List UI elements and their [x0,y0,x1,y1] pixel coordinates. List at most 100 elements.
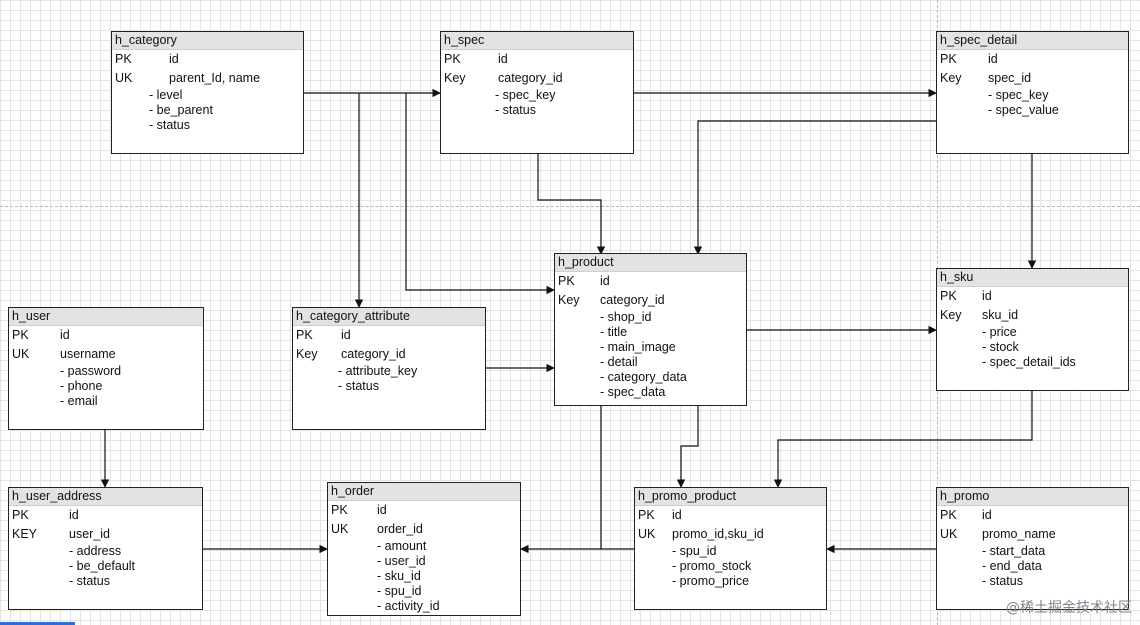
pk-row: PK id [112,50,303,69]
key-type: UK [638,527,656,541]
field: - status [338,379,379,393]
link-product-to-promo-product [676,406,699,488]
key-field: parent_Id, name [169,71,261,85]
field: - spec_key [988,88,1049,102]
key-field: username [60,347,116,361]
key-type: Key [444,71,466,85]
field: - activity_id [377,599,440,613]
key-field: id [672,508,682,522]
field: - phone [60,379,103,393]
entity-title: h_category [112,32,303,50]
field: - status [149,118,190,132]
entity-title: h_promo [937,488,1128,506]
entity-title: h_spec [441,32,633,50]
key-field: order_id [377,522,423,536]
key-type: UK [940,527,958,541]
field-list: - spec_key - spec_value [937,88,1128,118]
link-category-to-product [405,93,555,295]
field-list: - price - stock - spec_detail_ids [937,325,1128,370]
key-type: Key [296,347,318,361]
key-type: Key [940,308,962,322]
field: - email [60,394,98,408]
key-row: Key sku_id [937,306,1128,325]
entity-title: h_user [9,308,203,326]
field: - spec_detail_ids [982,355,1076,369]
field-list: - attribute_key - status [293,364,485,394]
entity-title: h_product [555,254,746,272]
key-field: id [982,508,992,522]
field: - spec_key [495,88,556,102]
key-field: id [988,52,998,66]
uk-row: UK promo_id,sku_id [635,525,826,544]
key-field: id [69,508,79,522]
field: - shop_id [600,310,652,324]
field: - title [600,325,628,339]
field: - be_default [69,559,136,573]
pk-row: PK id [293,326,485,345]
field: - spu_id [377,584,422,598]
field: - spec_data [600,385,666,399]
key-field: promo_id,sku_id [672,527,764,541]
key-type: PK [115,52,132,66]
key-type: PK [638,508,655,522]
field: - category_data [600,370,687,384]
uk-row: UK promo_name [937,525,1128,544]
key-type: UK [12,347,30,361]
field: - user_id [377,554,426,568]
key-field: sku_id [982,308,1019,322]
field: - amount [377,539,427,553]
key-field: promo_name [982,527,1056,541]
field-list: - password - phone - email [9,364,203,409]
entity-title: h_category_attribute [293,308,485,326]
key-type: Key [558,293,580,307]
link-spec-detail-to-product [693,120,937,255]
uk-row: UK username [9,345,203,364]
field: - sku_id [377,569,421,583]
key-type: PK [296,328,313,342]
entity-title: h_sku [937,269,1128,287]
field-list: - amount - user_id - sku_id - spu_id - a… [328,539,520,614]
field: - end_data [982,559,1042,573]
field: - spu_id [672,544,717,558]
link-sku-to-promo-product [773,391,1033,488]
page-tab-indicator[interactable] [0,622,75,625]
field: - main_image [600,340,676,354]
key-type: PK [12,508,29,522]
field-list: - spec_key - status [441,88,633,118]
pk-row: PK id [9,506,202,525]
key-field: id [169,52,179,66]
key-field: id [341,328,351,342]
key-type: KEY [12,527,38,541]
key-type: Key [940,71,962,85]
key-field: category_id [498,71,563,85]
link-spec-to-product [537,154,606,255]
field: - spec_value [988,103,1059,117]
field: - detail [600,355,638,369]
field-list: - start_data - end_data - status [937,544,1128,589]
entity-title: h_order [328,483,520,501]
